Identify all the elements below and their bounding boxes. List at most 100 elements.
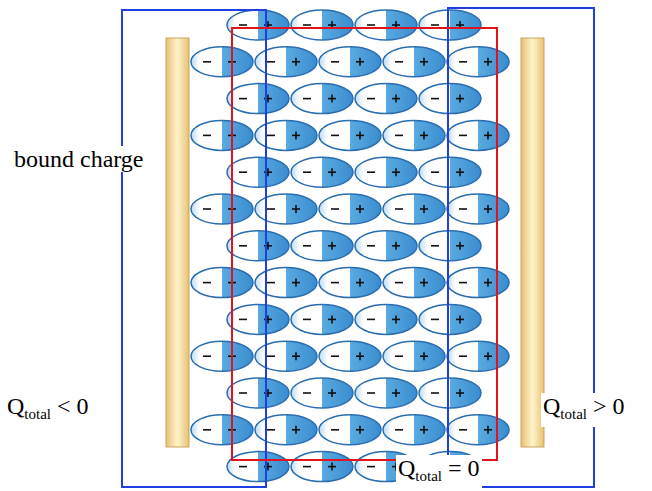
dipole-molecule [291,84,353,114]
dipole-molecule [419,157,481,187]
dipole-molecule [255,341,317,371]
dipole-molecule [227,157,289,187]
molecule-body [319,268,381,298]
molecule-body [383,415,445,445]
molecule-body [447,341,509,371]
plus-sign [459,315,461,323]
minus-sign [239,466,247,468]
dipole-molecule [447,47,509,77]
molecule-body [447,268,509,298]
molecule-body [255,341,317,371]
dipole-molecule [383,120,445,150]
molecule-body [227,452,289,482]
minus-sign [203,355,211,357]
charge-symbol: Q [543,393,560,419]
molecule-body [383,47,445,77]
molecule-body [191,268,253,298]
minus-sign [303,466,311,468]
molecule-body [191,341,253,371]
minus-sign [267,61,275,63]
dipole-molecule [227,231,289,261]
molecule-body [291,231,353,261]
molecule-body [419,378,481,408]
minus-sign [431,319,439,321]
minus-sign [303,392,311,394]
molecule-body [355,157,417,187]
minus-sign [367,171,375,173]
dipole-molecule [319,47,381,77]
minus-sign [267,429,275,431]
plus-sign [487,205,489,213]
plus-sign [331,242,333,250]
molecule-body [319,341,381,371]
minus-sign [239,245,247,247]
minus-sign [239,319,247,321]
molecule-body [255,120,317,150]
left-plate [166,38,189,447]
plus-sign [331,315,333,323]
plus-sign [395,168,397,176]
charge-total-label: Qtotal> 0 [541,393,627,427]
minus-sign [203,208,211,210]
dipole-molecule [383,194,445,224]
dipole-molecule [319,120,381,150]
molecule-body [291,452,353,482]
dipole-molecule [383,341,445,371]
molecule-body [419,231,481,261]
dipole-molecule [447,415,509,445]
minus-sign [431,98,439,100]
plus-sign [331,389,333,397]
dipole-molecule [227,10,289,40]
charge-total-label: Qtotal< 0 [5,393,91,427]
molecule-body [227,157,289,187]
dipole-molecule [419,231,481,261]
dipole-molecule [291,231,353,261]
plus-sign [295,426,297,434]
plus-sign [267,95,269,103]
molecule-body [227,84,289,114]
sign-value: = 0 [448,455,480,481]
left-surface-box [122,10,266,487]
dipole-molecule [191,120,253,150]
molecule-body [355,84,417,114]
plus-sign [359,131,361,139]
minus-sign [459,208,467,210]
dipole-molecule [227,84,289,114]
plus-sign [487,131,489,139]
subscript: total [560,406,587,422]
molecule-body [355,304,417,334]
dipole-molecule [419,378,481,408]
dipole-molecule [291,452,353,482]
dipole-molecule [355,304,417,334]
molecule-body [191,194,253,224]
plus-sign [423,279,425,287]
minus-sign [303,171,311,173]
dipole-molecule [191,194,253,224]
molecule-body [447,194,509,224]
plus-sign [359,426,361,434]
plus-sign [331,168,333,176]
molecule-body [355,10,417,40]
plus-sign [459,168,461,176]
plus-sign [331,463,333,471]
molecule-body [227,231,289,261]
dipole-molecule [355,10,417,40]
molecule-body [355,378,417,408]
charge-symbol: Q [398,455,415,481]
molecule-body [255,194,317,224]
minus-sign [203,61,211,63]
minus-sign [367,24,375,26]
molecule-body [291,304,353,334]
label-text: bound charge [14,146,144,172]
plus-sign [267,242,269,250]
plus-sign [423,131,425,139]
minus-sign [331,355,339,357]
charge-symbol: Q [7,393,24,419]
minus-sign [395,208,403,210]
dipole-molecule [227,304,289,334]
sign-value: < 0 [57,393,89,419]
minus-sign [239,98,247,100]
dipole-molecule [419,84,481,114]
charge-total-label: Qtotal= 0 [396,455,482,489]
bound-charge-label: bound charge [12,146,146,172]
